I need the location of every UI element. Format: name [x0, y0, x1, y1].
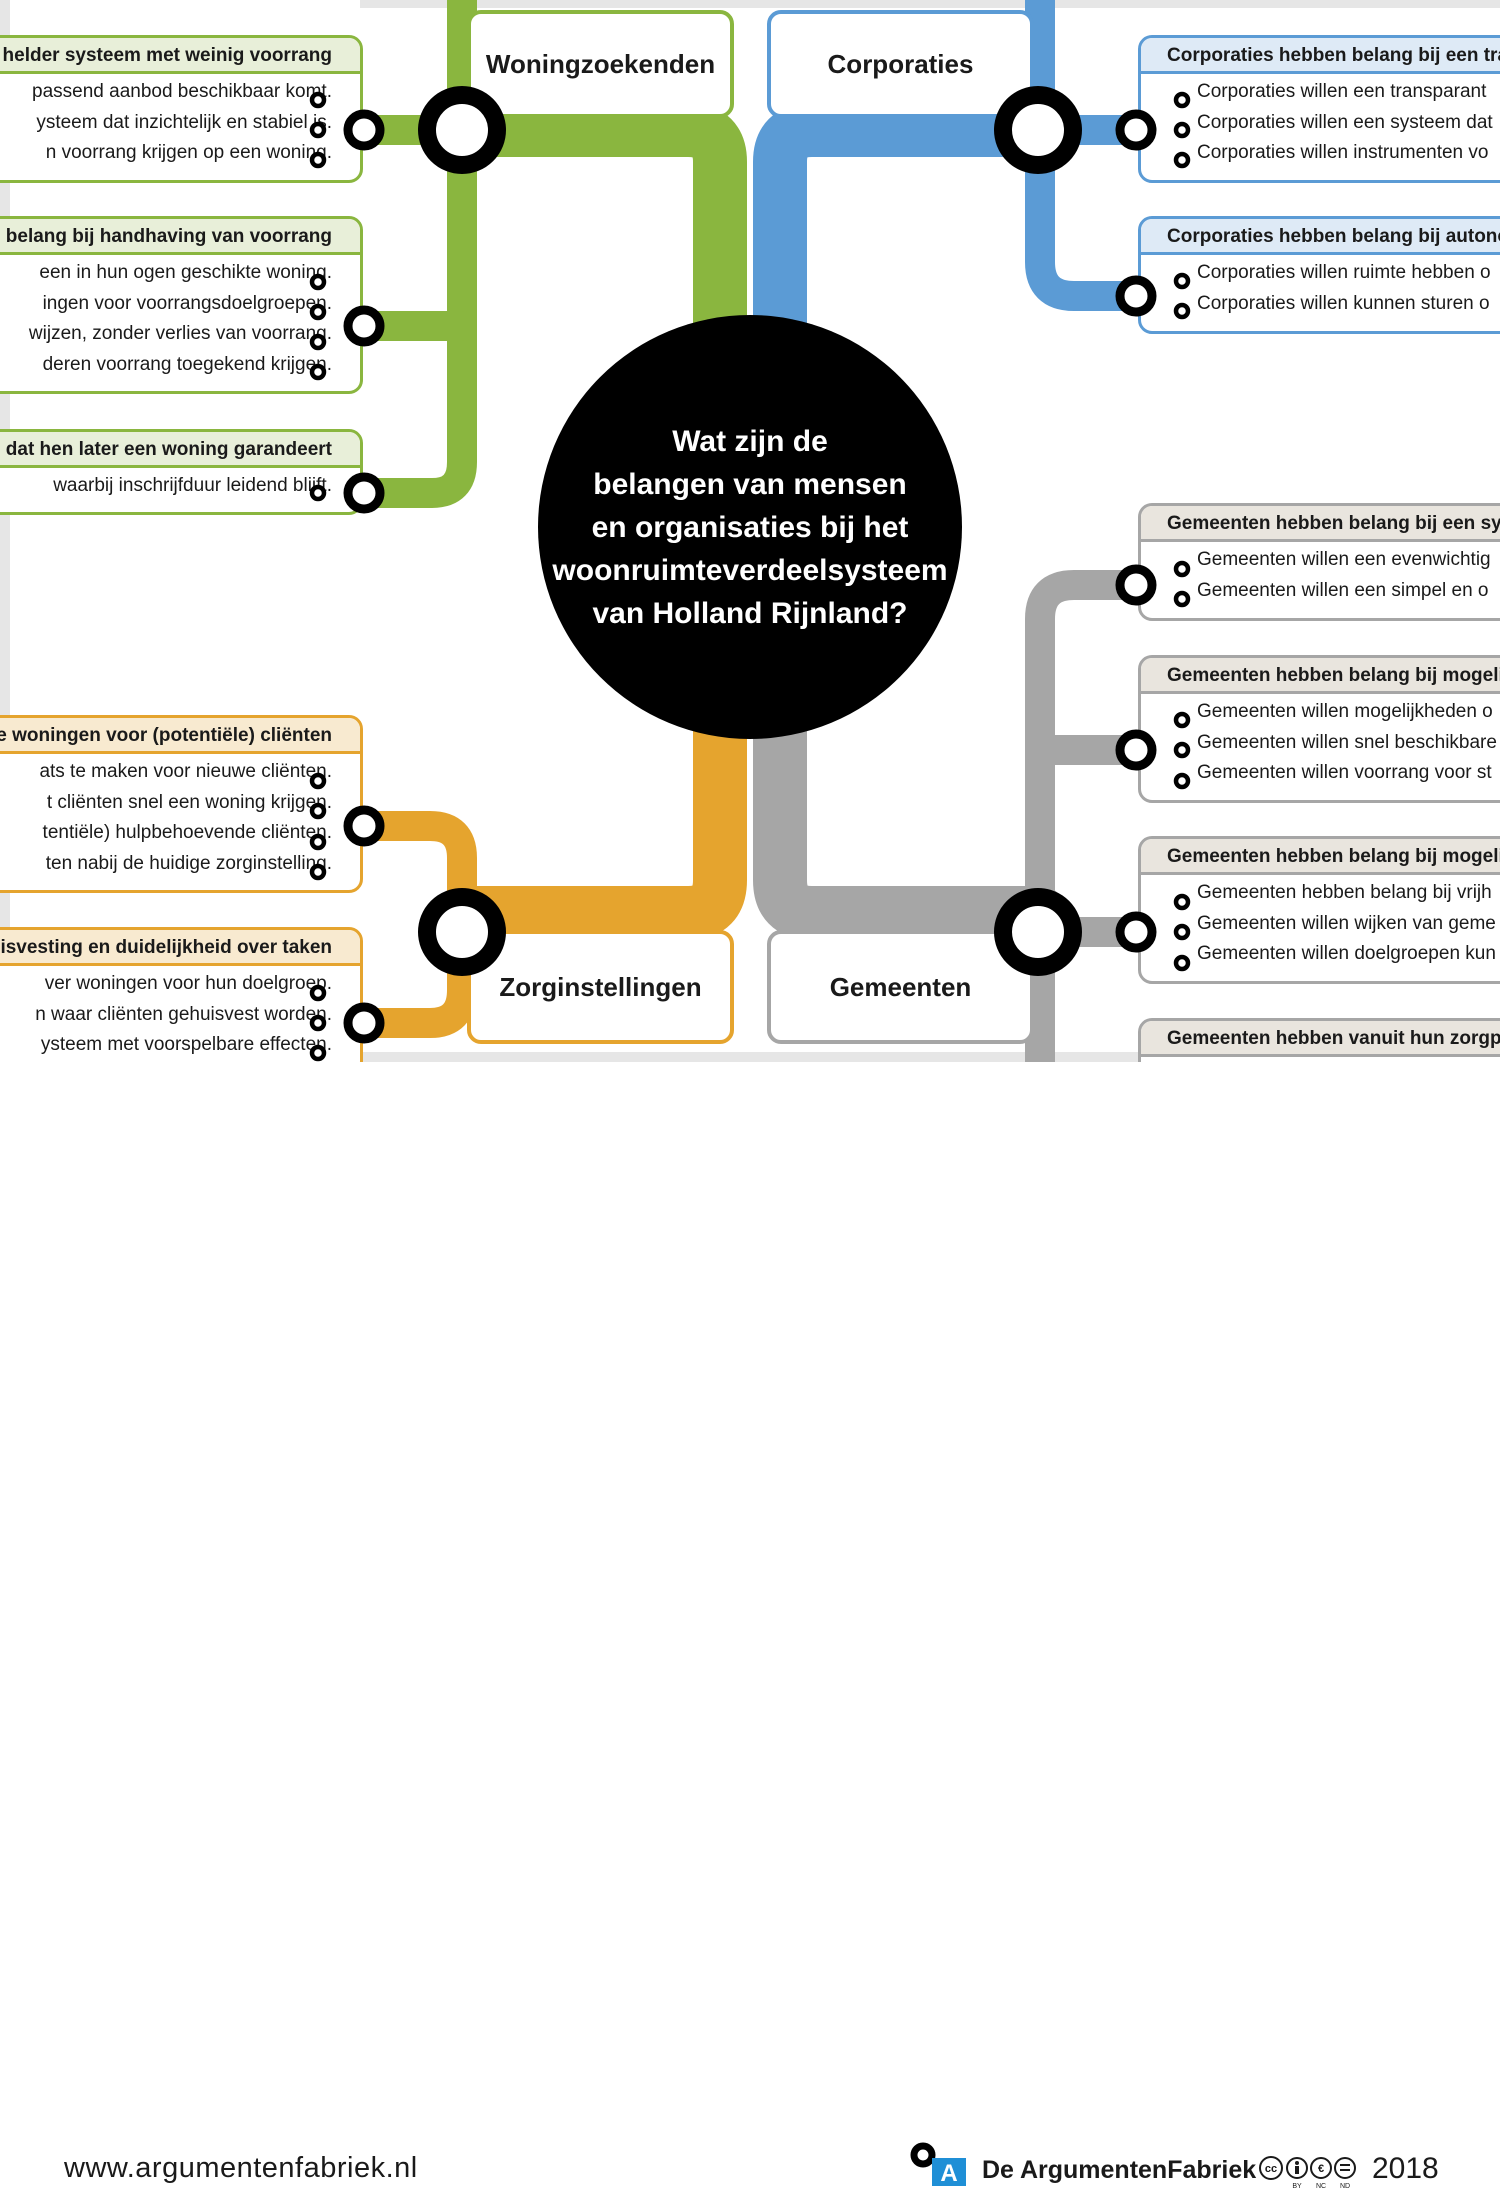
- node-gemeenten: [994, 888, 1082, 976]
- list-item: Corporaties willen instrumenten vo: [1197, 142, 1489, 163]
- node-woningzoekenden: [418, 86, 506, 174]
- svg-text:€: €: [1318, 2163, 1324, 2175]
- list-item: waarbij inschrijfduur leidend blijft.: [53, 475, 332, 496]
- list-item: n waar cliënten gehuisvest worden.: [35, 1003, 332, 1025]
- list-item: Gemeenten willen een simpel en o: [1197, 579, 1489, 601]
- license-nc: NC: [1316, 2183, 1326, 2190]
- central-question-line: belangen van mensen: [593, 468, 907, 501]
- center-circle: [538, 315, 962, 739]
- actor-zorginstellingen: Zorginstellingen: [467, 930, 734, 1044]
- list-item: Gemeenten willen snel beschikbare: [1197, 731, 1497, 753]
- organization-name: De ArgumentenFabriek: [982, 2156, 1257, 2184]
- node-corporaties: [994, 86, 1082, 174]
- woningzoekenden-box-3: dat hen later een woning garandeert waar…: [0, 429, 363, 515]
- gemeenten-box-3: Gemeenten hebben belang bij mogeli Gemee…: [1138, 836, 1500, 984]
- list-item: Gemeenten willen doelgroepen kun: [1197, 943, 1496, 964]
- list-item: deren voorrang toegekend krijgen.: [42, 353, 332, 375]
- list-item: Corporaties willen ruimte hebben o: [1197, 262, 1491, 283]
- logo-letter: A: [940, 2160, 957, 2187]
- central-question-line: van Holland Rijnland?: [592, 597, 908, 630]
- box-header: n belang bij handhaving van voorrang: [0, 219, 360, 255]
- central-question-line: Wat zijn de: [672, 425, 828, 458]
- gemeenten-box-4: Gemeenten hebben vanuit hun zorgpl: [1138, 1018, 1500, 1062]
- argumentenfabriek-logo-icon: A: [910, 2142, 966, 2187]
- license-by: BY: [1292, 2183, 1302, 2190]
- node-zorginstellingen: [418, 888, 506, 976]
- zorginstellingen-box-1: e woningen voor (potentiële) cliënten at…: [0, 715, 363, 893]
- creative-commons-icon: cc € BY NC ND: [1259, 2156, 1356, 2190]
- list-item: ysteem dat inzichtelijk en stabiel is.: [36, 111, 332, 133]
- list-item: Corporaties willen een transparant: [1197, 81, 1487, 102]
- central-question: Wat zijn de belangen van mensen en organ…: [538, 420, 962, 635]
- gemeenten-box-1: Gemeenten hebben belang bij een sys Geme…: [1138, 503, 1500, 621]
- list-item: wijzen, zonder verlies van voorrang.: [28, 323, 332, 344]
- license-nd: ND: [1340, 2183, 1350, 2190]
- box-header: helder systeem met weinig voorrang: [0, 38, 360, 74]
- box-header: Gemeenten hebben belang bij mogeli: [1141, 658, 1500, 694]
- list-item: ten nabij de huidige zorginstelling.: [45, 852, 332, 874]
- mind-map: helder systeem met weinig voorrang passe…: [0, 0, 1500, 1062]
- woningzoekenden-box-2: n belang bij handhaving van voorrang een…: [0, 216, 363, 394]
- list-item: een in hun ogen geschikte woning.: [39, 262, 332, 283]
- central-question-line: en organisaties bij het: [591, 511, 909, 544]
- list-item: ingen voor voorrangsdoelgroepen.: [42, 292, 332, 314]
- list-item: passend aanbod beschikbaar komt.: [32, 81, 332, 102]
- node-circles: [309, 86, 1191, 1062]
- list-item: ats te maken voor nieuwe cliënten.: [39, 761, 332, 782]
- actor-corporaties: Corporaties: [767, 10, 1034, 118]
- list-item: Gemeenten willen mogelijkheden o: [1197, 701, 1493, 722]
- corporaties-box-2: Corporaties hebben belang bij autono Cor…: [1138, 216, 1500, 334]
- list-item: Gemeenten willen wijken van geme: [1197, 912, 1496, 934]
- list-item: Gemeenten willen voorrang voor st: [1197, 762, 1492, 783]
- central-question-line: woonruimteverdeelsysteem: [552, 554, 948, 587]
- box-header: dat hen later een woning garandeert: [0, 432, 360, 468]
- box-header: Corporaties hebben belang bij autono: [1141, 219, 1500, 255]
- actor-woningzoekenden: Woningzoekenden: [467, 10, 734, 118]
- list-item: Corporaties willen een systeem dat: [1197, 111, 1493, 133]
- woningzoekenden-box-1: helder systeem met weinig voorrang passe…: [0, 35, 363, 183]
- list-item: Gemeenten hebben belang bij vrijh: [1197, 882, 1492, 903]
- website-link[interactable]: www.argumentenfabriek.nl: [64, 2152, 418, 2184]
- box-header: Gemeenten hebben belang bij een sys: [1141, 506, 1500, 542]
- list-item: ysteem met voorspelbare effecten.: [40, 1034, 332, 1055]
- zorginstellingen-box-2: uisvesting en duidelijkheid over taken v…: [0, 927, 363, 1062]
- year: 2018: [1372, 2152, 1439, 2185]
- list-item: Corporaties willen kunnen sturen o: [1197, 292, 1490, 314]
- box-header: e woningen voor (potentiële) cliënten: [0, 718, 360, 754]
- box-header: Gemeenten hebben vanuit hun zorgpl: [1141, 1021, 1500, 1057]
- box-header: Gemeenten hebben belang bij mogeli: [1141, 839, 1500, 875]
- list-item: tentiële) hulpbehoevende cliënten.: [42, 822, 332, 843]
- actor-gemeenten: Gemeenten: [767, 930, 1034, 1044]
- svg-text:cc: cc: [1265, 2163, 1277, 2175]
- footer: www.argumentenfabriek.nl A De Argumenten…: [0, 1062, 1500, 2190]
- gemeenten-box-2: Gemeenten hebben belang bij mogeli Gemee…: [1138, 655, 1500, 803]
- box-header: Corporaties hebben belang bij een tra: [1141, 38, 1500, 74]
- list-item: Gemeenten willen een evenwichtig: [1197, 549, 1491, 570]
- list-item: n voorrang krijgen op een woning.: [45, 142, 332, 163]
- list-item: ver woningen voor hun doelgroep.: [44, 973, 332, 994]
- list-item: t cliënten snel een woning krijgen.: [46, 791, 332, 813]
- corporaties-box-1: Corporaties hebben belang bij een tra Co…: [1138, 35, 1500, 183]
- box-header: uisvesting en duidelijkheid over taken: [0, 930, 360, 966]
